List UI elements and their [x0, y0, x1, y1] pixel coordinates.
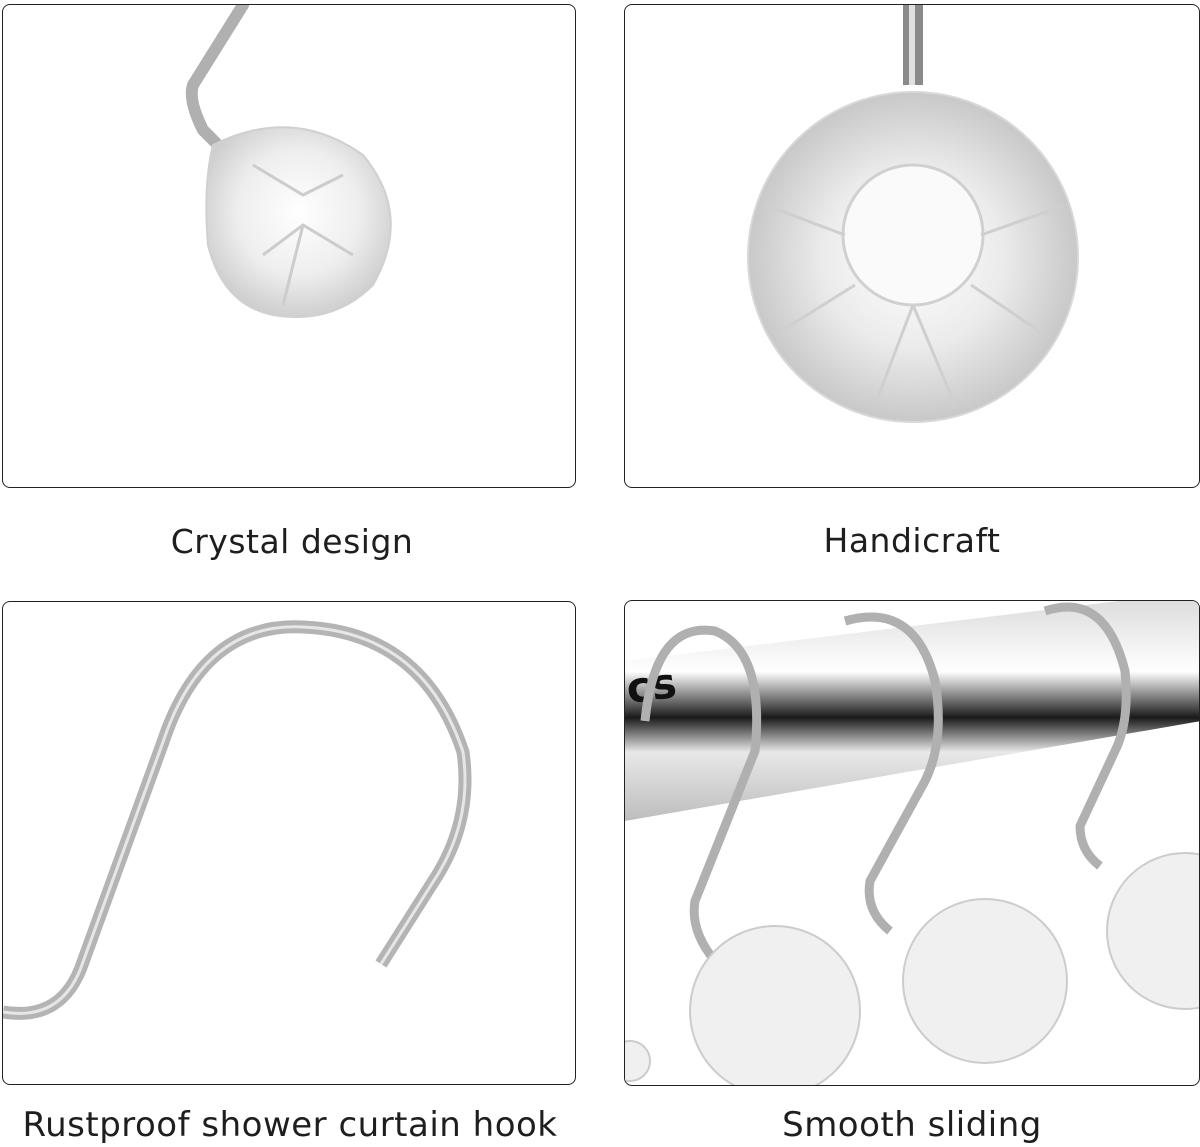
crystal-design-panel	[2, 4, 576, 488]
caption-handicraft: Handicraft	[823, 521, 1001, 560]
s-hook-image	[3, 620, 472, 1020]
caption-smooth-sliding: Smooth sliding	[782, 1105, 1042, 1145]
caption-crystal-design: Crystal design	[170, 522, 414, 561]
rustproof-panel	[2, 601, 576, 1085]
hooks-on-rod-image: cs	[625, 601, 1199, 1085]
caption-rustproof-hook: Rustproof shower curtain hook	[22, 1105, 558, 1145]
crystal-hook-image	[185, 5, 392, 318]
crystal-knob-image	[747, 5, 1079, 423]
handicraft-panel	[624, 4, 1200, 488]
smooth-sliding-panel: cs	[624, 600, 1200, 1086]
